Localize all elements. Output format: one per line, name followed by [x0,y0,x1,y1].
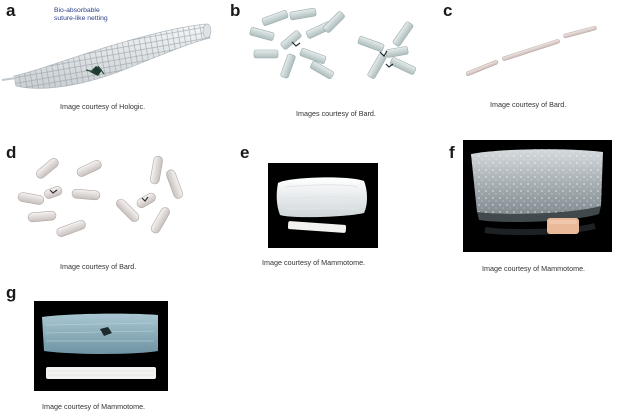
panel-a-caption: Image courtesy of Hologic. [60,102,146,111]
panel-a-netting-image [1,23,212,89]
panel-b-markers-image [249,7,417,80]
panel-b-letter: b [230,1,241,20]
panel-c-letter: c [443,1,453,20]
panel-e-letter: e [240,143,250,162]
panel-g-letter: g [6,283,17,302]
panel-f-caption: Image courtesy of Mammotome. [482,264,586,273]
panel-c-markers-image [465,25,597,76]
panel-d-letter: d [6,143,17,162]
panel-a-callout: Bio-absorbable suture-like netting [54,7,108,24]
panel-d-markers-image [17,155,183,237]
panel-g-marker-photo [34,301,168,391]
panel-e-caption: Image courtesy of Mammotome. [262,258,366,267]
panel-c-caption: Image courtesy of Bard. [490,100,567,109]
panel-a-callout-line-2: suture-like netting [54,15,108,23]
panel-f-letter: f [449,143,455,162]
panel-d-caption: Image courtesy of Bard. [60,262,137,271]
panel-a-callout-line-1: Bio-absorbable [54,7,100,14]
panel-e-marker-photo [268,163,378,248]
panel-a-letter: a [6,1,16,20]
panel-g-caption: Image courtesy of Mammotome. [42,402,146,411]
panel-f-marker-photo [463,140,612,252]
panel-b-caption: Images courtesy of Bard. [296,109,376,118]
